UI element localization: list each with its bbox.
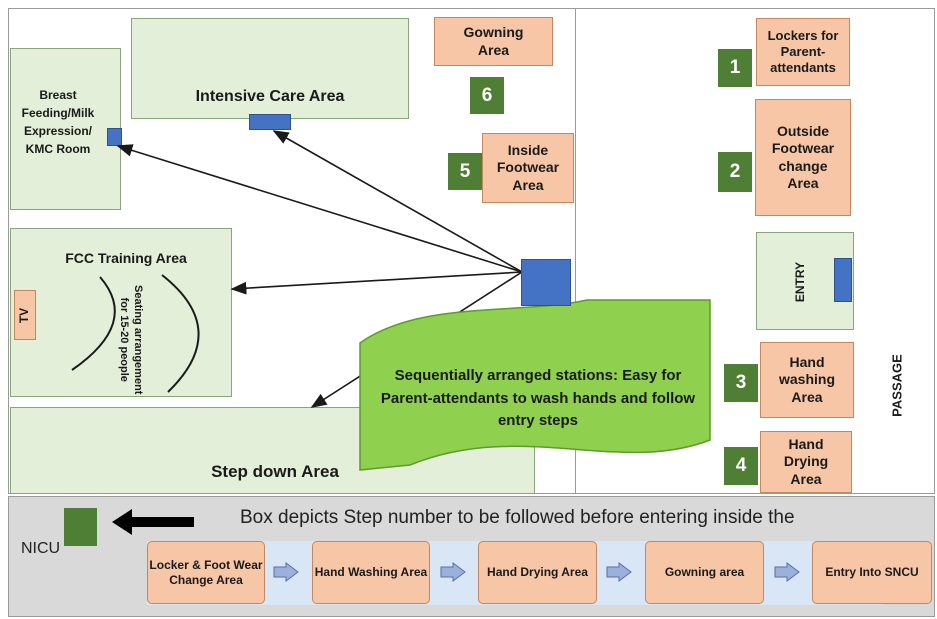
legend-chevron-2: [440, 562, 466, 587]
step-number-5: 5: [448, 153, 482, 190]
gowning-area: Gowning Area: [434, 17, 553, 66]
hand-drying-area: Hand Drying Area: [760, 431, 852, 493]
hand-washing-area: Hand washing Area: [760, 342, 854, 418]
outside-footwear-area: Outside Footwear change Area: [755, 99, 851, 216]
step-number-2: 2: [718, 152, 752, 192]
step-number-1: 1: [718, 49, 752, 87]
hand-washing-label: Hand washing Area: [778, 353, 835, 405]
step-number-3: 3: [724, 364, 758, 402]
arrow-to-intensive-care: [272, 130, 523, 273]
legend-step-2: Hand Washing Area: [312, 541, 430, 604]
central-hub-marker: [521, 259, 571, 306]
legend-step-1: Locker & Foot Wear Change Area: [147, 541, 265, 604]
arrow-to-breast-feeding: [116, 144, 523, 273]
legend-step-3: Hand Drying Area: [478, 541, 597, 604]
tv-box: TV: [14, 290, 36, 340]
legend-step-4: Gowning area: [645, 541, 764, 604]
corridor-divider: [575, 8, 576, 494]
breast-feeding-label: Breast Feeding/Milk Expression/ KMC Room: [21, 88, 95, 156]
fcc-training-room: [10, 228, 232, 397]
callout-text: Sequentially arranged stations: Easy for…: [380, 367, 696, 429]
intensive-care-label: Intensive Care Area: [195, 88, 345, 105]
entry-door-marker: [834, 258, 852, 302]
step-number-4: 4: [724, 447, 758, 485]
intensive-care-door-marker: [249, 114, 291, 130]
seating-arc-right: [161, 274, 200, 393]
hand-drying-label: Hand Drying Area: [783, 435, 829, 487]
lockers-area: Lockers for Parent-attendants: [756, 18, 850, 86]
fcc-training-label: FCC Training Area: [65, 250, 187, 266]
step-down-label: Step down Area: [211, 462, 339, 481]
legend-chevron-3: [606, 562, 632, 587]
callout-wave: [359, 299, 711, 471]
legend-step-5: Entry Into SNCU: [812, 541, 932, 604]
outside-footwear-label: Outside Footwear change Area: [771, 122, 835, 192]
seating-arc-left: [71, 276, 116, 371]
inside-footwear-area: Inside Footwear Area: [482, 133, 574, 203]
legend-text-line2: NICU: [21, 540, 61, 557]
breast-feeding-room: [10, 48, 121, 210]
legend-text-line1: Box depicts Step number to be followed b…: [240, 507, 795, 528]
breast-feeding-door-marker: [107, 128, 122, 146]
legend-arrow-icon: [112, 509, 194, 535]
legend-step-box-icon: [64, 508, 97, 546]
arrow-to-fcc-training: [230, 271, 523, 295]
lockers-label: Lockers for Parent-attendants: [767, 27, 839, 76]
gowning-area-label: Gowning Area: [463, 24, 524, 58]
intensive-care-room: [131, 18, 409, 119]
legend-chevron-4: [774, 562, 800, 587]
legend-chevron-1: [273, 562, 299, 587]
step-number-6: 6: [470, 77, 504, 114]
inside-footwear-label: Inside Footwear Area: [496, 141, 560, 193]
